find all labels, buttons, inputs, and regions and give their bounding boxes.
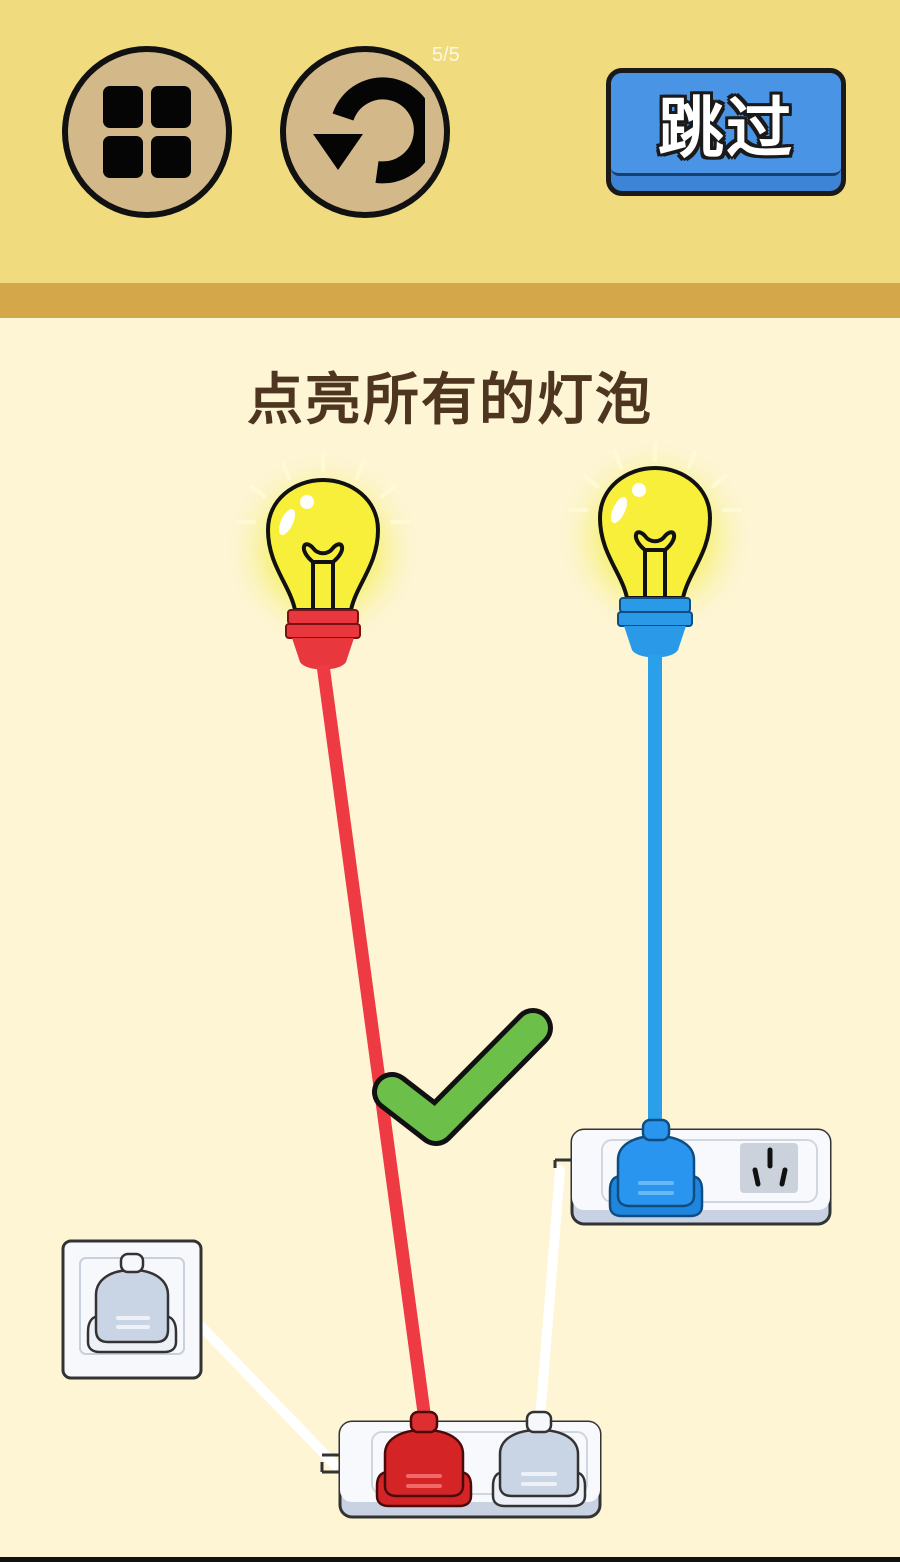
plug-red[interactable] [375, 1410, 473, 1508]
success-checkmark-icon [372, 1008, 553, 1146]
white-cable-wall-to-strip[interactable] [190, 1315, 340, 1470]
power-strip-right[interactable] [553, 1118, 832, 1226]
bulb-left[interactable] [223, 450, 423, 670]
bulb-right[interactable] [555, 438, 755, 658]
plug-blue[interactable] [608, 1118, 704, 1218]
restart-icon [313, 77, 425, 184]
wall-outlet[interactable] [61, 1239, 203, 1380]
level-menu-button[interactable] [62, 46, 232, 218]
skip-button[interactable]: 跳过 [606, 68, 846, 196]
restart-button[interactable] [280, 46, 450, 218]
plug-white-wall[interactable] [86, 1252, 178, 1354]
red-wire[interactable] [316, 664, 432, 1421]
white-cable-strip-to-strip[interactable] [535, 1165, 565, 1425]
grid-icon [103, 86, 191, 178]
skip-label: 跳过 [658, 90, 794, 167]
bulb-left-socket [285, 609, 361, 670]
plug-white-bottom[interactable] [491, 1410, 587, 1508]
divider-band [0, 283, 900, 318]
bulb-right-socket [617, 597, 693, 658]
bottom-edge [0, 1557, 900, 1562]
empty-socket-icon[interactable] [740, 1143, 798, 1193]
level-counter: 5/5 [432, 44, 460, 66]
instruction-text: 点亮所有的灯泡 [247, 368, 653, 433]
